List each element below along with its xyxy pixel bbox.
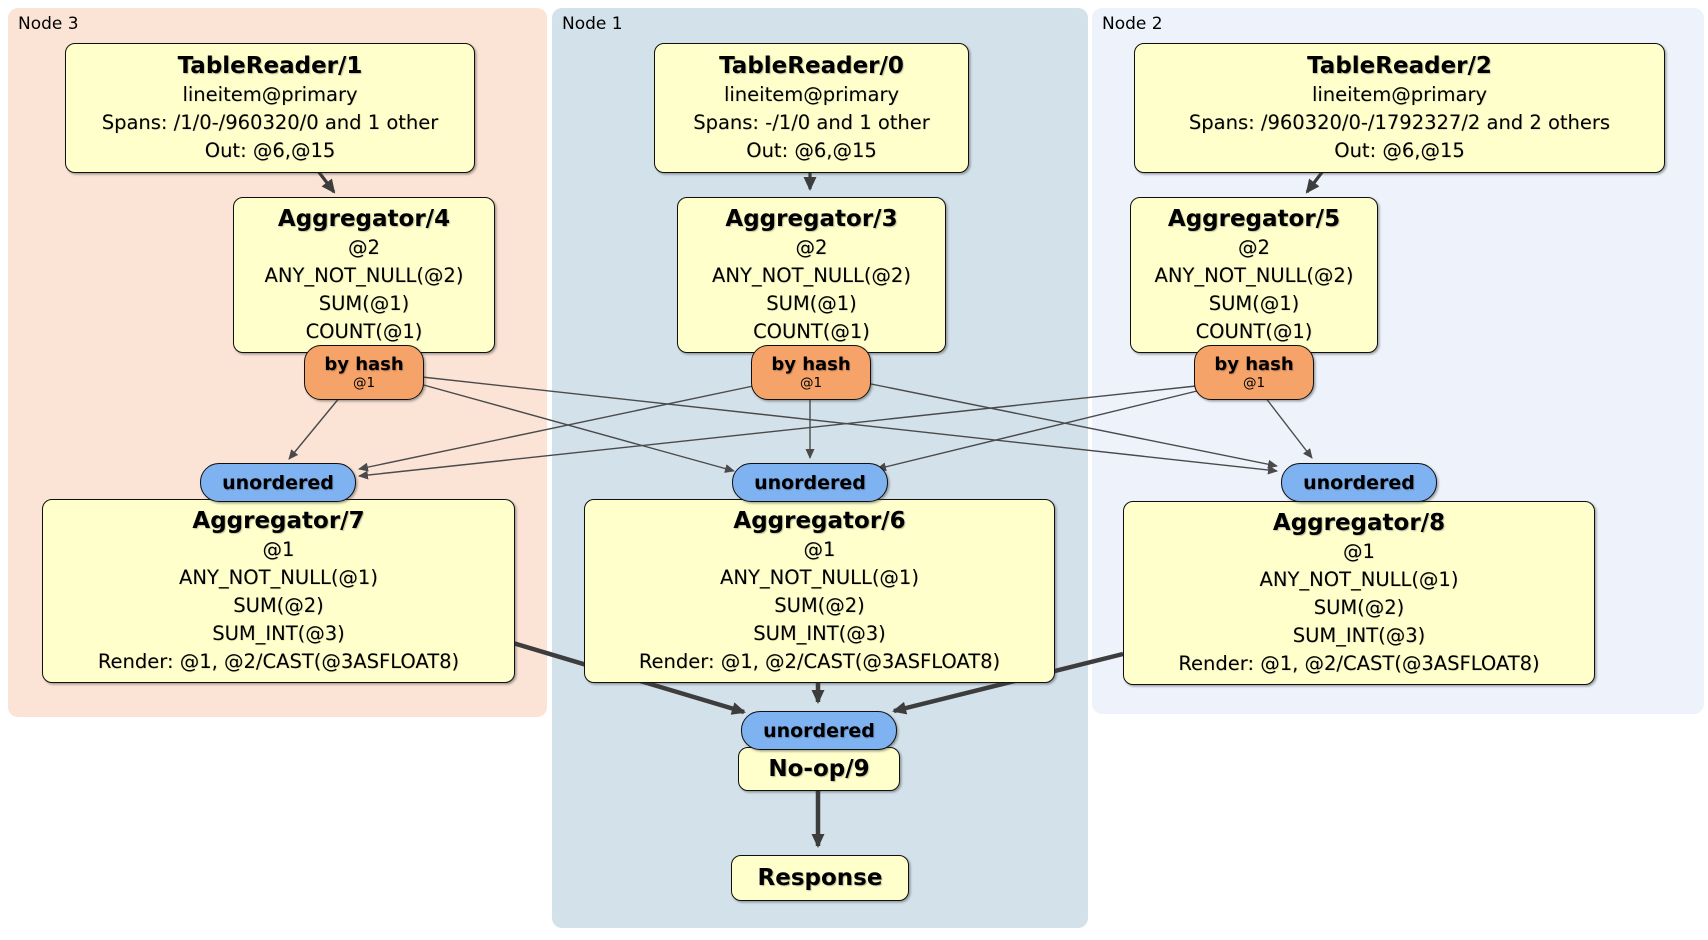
processor-detail: ANY_NOT_NULL(@2) bbox=[1154, 264, 1354, 287]
processor-detail: ANY_NOT_NULL(@1) bbox=[1259, 568, 1459, 591]
processor-tablereader-2: TableReader/2 lineitem@primary Spans: /9… bbox=[1134, 43, 1665, 173]
processor-title: Response bbox=[757, 865, 883, 891]
processor-detail: COUNT(@1) bbox=[305, 320, 423, 343]
processor-detail: COUNT(@1) bbox=[753, 320, 870, 343]
processor-detail: Out: @6,@15 bbox=[204, 139, 336, 162]
processor-title: TableReader/2 bbox=[1307, 53, 1492, 79]
processor-detail: SUM(@1) bbox=[318, 292, 410, 315]
processor-title: Aggregator/4 bbox=[277, 206, 451, 232]
processor-tablereader-0: TableReader/0 lineitem@primary Spans: -/… bbox=[654, 43, 969, 173]
processor-detail: Render: @1, @2/CAST(@3ASFLOAT8) bbox=[97, 650, 460, 673]
stream-unordered-7: unordered bbox=[200, 463, 356, 502]
processor-detail: @1 bbox=[803, 538, 836, 561]
processor-detail: Render: @1, @2/CAST(@3ASFLOAT8) bbox=[638, 650, 1001, 673]
processor-detail: Spans: /1/0-/960320/0 and 1 other bbox=[101, 111, 439, 134]
processor-tablereader-1: TableReader/1 lineitem@primary Spans: /1… bbox=[65, 43, 475, 173]
stream-label: unordered bbox=[763, 719, 875, 742]
processor-detail: SUM(@1) bbox=[766, 292, 857, 315]
processor-detail: SUM(@2) bbox=[233, 594, 324, 617]
processor-detail: @2 bbox=[1238, 236, 1270, 259]
processor-detail: SUM(@1) bbox=[1208, 292, 1300, 315]
processor-detail: Out: @6,@15 bbox=[746, 139, 877, 162]
processor-detail: SUM(@2) bbox=[774, 594, 865, 617]
router-by-hash-4: by hash @1 bbox=[304, 345, 424, 400]
processor-title: Aggregator/8 bbox=[1272, 510, 1446, 536]
router-by-hash-3: by hash @1 bbox=[751, 345, 871, 400]
processor-detail: Render: @1, @2/CAST(@3ASFLOAT8) bbox=[1178, 652, 1540, 675]
processor-title: Aggregator/3 bbox=[725, 206, 898, 232]
processor-noop-9: No-op/9 bbox=[738, 747, 900, 791]
router-label: by hash bbox=[1214, 353, 1294, 375]
processor-aggregator-3: Aggregator/3 @2 ANY_NOT_NULL(@2) SUM(@1)… bbox=[677, 197, 946, 353]
processor-detail: SUM(@2) bbox=[1313, 596, 1405, 619]
processor-aggregator-4: Aggregator/4 @2 ANY_NOT_NULL(@2) SUM(@1)… bbox=[233, 197, 495, 353]
router-column: @1 bbox=[799, 374, 823, 391]
router-column: @1 bbox=[1242, 374, 1266, 391]
processor-detail: ANY_NOT_NULL(@2) bbox=[712, 264, 911, 287]
processor-title: Aggregator/6 bbox=[733, 508, 906, 534]
processor-title: Aggregator/5 bbox=[1167, 206, 1341, 232]
router-by-hash-5: by hash @1 bbox=[1194, 345, 1314, 400]
processor-aggregator-8: Aggregator/8 @1 ANY_NOT_NULL(@1) SUM(@2)… bbox=[1123, 501, 1595, 685]
processor-title: TableReader/1 bbox=[177, 53, 363, 79]
processor-detail: lineitem@primary bbox=[723, 83, 900, 106]
stream-label: unordered bbox=[754, 471, 866, 494]
processor-title: TableReader/0 bbox=[719, 53, 904, 79]
stream-label: unordered bbox=[1303, 471, 1415, 494]
processor-detail: ANY_NOT_NULL(@1) bbox=[720, 566, 919, 589]
router-column: @1 bbox=[352, 374, 376, 391]
region-node-1-label: Node 1 bbox=[562, 14, 623, 34]
processor-detail: lineitem@primary bbox=[1311, 83, 1488, 106]
stream-unordered-6: unordered bbox=[732, 463, 888, 502]
processor-title: No-op/9 bbox=[768, 756, 870, 782]
processor-detail: ANY_NOT_NULL(@1) bbox=[179, 566, 378, 589]
processor-detail: Spans: -/1/0 and 1 other bbox=[693, 111, 930, 134]
processor-detail: COUNT(@1) bbox=[1195, 320, 1313, 343]
processor-aggregator-7: Aggregator/7 @1 ANY_NOT_NULL(@1) SUM(@2)… bbox=[42, 499, 515, 683]
region-node-2-label: Node 2 bbox=[1102, 14, 1163, 34]
processor-response: Response bbox=[731, 855, 909, 901]
processor-detail: Spans: /960320/0-/1792327/2 and 2 others bbox=[1188, 111, 1611, 134]
processor-detail: ANY_NOT_NULL(@2) bbox=[264, 264, 464, 287]
processor-aggregator-5: Aggregator/5 @2 ANY_NOT_NULL(@2) SUM(@1)… bbox=[1130, 197, 1378, 353]
processor-detail: @2 bbox=[348, 236, 380, 259]
stream-label: unordered bbox=[222, 471, 334, 494]
processor-aggregator-6: Aggregator/6 @1 ANY_NOT_NULL(@1) SUM(@2)… bbox=[584, 499, 1055, 683]
stream-unordered-9: unordered bbox=[741, 711, 897, 750]
processor-detail: SUM_INT(@3) bbox=[212, 622, 345, 645]
processor-title: Aggregator/7 bbox=[192, 508, 365, 534]
processor-detail: Out: @6,@15 bbox=[1334, 139, 1465, 162]
router-label: by hash bbox=[771, 353, 851, 375]
processor-detail: @1 bbox=[262, 538, 295, 561]
processor-detail: SUM_INT(@3) bbox=[1292, 624, 1426, 647]
router-label: by hash bbox=[324, 353, 404, 375]
processor-detail: SUM_INT(@3) bbox=[753, 622, 886, 645]
processor-detail: @1 bbox=[1343, 540, 1375, 563]
stream-unordered-8: unordered bbox=[1281, 463, 1437, 502]
processor-detail: @2 bbox=[795, 236, 828, 259]
processor-detail: lineitem@primary bbox=[182, 83, 358, 106]
region-node-3-label: Node 3 bbox=[18, 14, 79, 34]
